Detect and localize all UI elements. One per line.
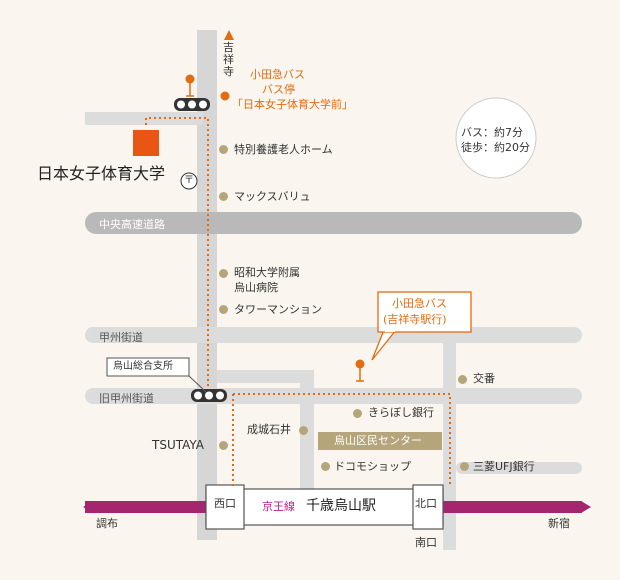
civic-center-label: 烏山区民センター — [334, 434, 422, 447]
north-exit-box — [412, 484, 444, 530]
dot-hospital — [219, 269, 228, 278]
hospital-label-1: 昭和大学附属 — [234, 266, 300, 279]
expressway-road — [85, 212, 582, 234]
north-exit-label: 北口 — [415, 497, 437, 510]
bus-stop-top-icon — [185, 74, 195, 97]
expressway-label: 中央高速道路 — [99, 218, 165, 231]
school-name: 日本女子体育大学 — [37, 164, 166, 183]
branch-office-box — [106, 357, 190, 377]
west-exit-label: 西口 — [214, 497, 236, 510]
bus-stop-station-line2: (吉祥寺駅行) — [383, 313, 447, 326]
bus-stop-top-line3: 「日本女子体育大学前」 — [232, 98, 353, 111]
dot-seijo — [299, 426, 308, 435]
kirabosi-label: きらぼし銀行 — [368, 406, 434, 419]
bus-stop-top-line2: バス停 — [262, 83, 295, 96]
nursing-home-label: 特別養護老人ホーム — [234, 143, 333, 156]
street-c — [217, 370, 307, 383]
traffic-light-top-icon — [174, 98, 210, 111]
dot-koban — [458, 375, 467, 384]
dot-maxvalu — [219, 192, 228, 201]
traffic-light-bottom-icon — [191, 389, 227, 402]
bus-stop-top-line1: 小田急バス — [250, 68, 305, 81]
ufj-label: 三菱UFJ銀行 — [473, 460, 535, 473]
dot-nursing-home — [219, 145, 228, 154]
civic-center-box — [318, 432, 442, 450]
walk-route-lower — [233, 393, 451, 485]
maxvalu-label: マックスバリュ — [234, 190, 311, 203]
university-marker — [133, 130, 159, 156]
dot-kirabosi — [353, 409, 362, 418]
arrow-west-icon — [83, 501, 93, 513]
info-circle — [455, 97, 537, 179]
street-d — [456, 462, 582, 474]
dot-tower — [219, 305, 228, 314]
koshu-road — [85, 327, 582, 343]
koshu-label: 甲州街道 — [99, 331, 143, 344]
side-road-top — [85, 112, 203, 125]
north-label: 吉祥寺 — [223, 41, 234, 78]
street-b — [443, 340, 456, 550]
callout-box — [377, 291, 472, 333]
dot-tsutaya — [219, 441, 228, 450]
hospital-label-2: 烏山病院 — [234, 281, 278, 294]
bus-stop-station-line1: 小田急バス — [392, 297, 447, 310]
west-exit-box — [205, 484, 245, 530]
keio-line-label: 京王線 — [262, 500, 295, 513]
tsutaya-label: TSUTAYA — [152, 438, 205, 452]
post-symbol: 〒 — [184, 175, 194, 186]
tower-label: タワーマンション — [234, 303, 322, 316]
post-office-icon — [180, 172, 198, 190]
koban-label: 交番 — [473, 372, 495, 385]
dot-docomo — [321, 462, 330, 471]
info-bus: バス：約7分 — [461, 126, 523, 139]
docomo-label: ドコモショップ — [334, 460, 411, 473]
bus-stop-station-icon — [355, 359, 365, 382]
old-koshu-road — [85, 388, 582, 404]
old-koshu-label: 旧甲州街道 — [99, 392, 154, 405]
dot-ufj — [460, 462, 469, 471]
station-building — [205, 488, 444, 526]
walk-route-upper — [145, 117, 209, 394]
station-name: 千歳烏山駅 — [306, 498, 376, 514]
seijo-label: 成城石井 — [247, 423, 291, 436]
west-label: 調布 — [96, 517, 118, 530]
info-walk: 徒歩：約20分 — [461, 141, 530, 154]
south-exit-label: 南口 — [415, 536, 437, 549]
branch-office-label: 烏山総合支所 — [113, 361, 173, 372]
east-label: 新宿 — [548, 517, 570, 530]
arrow-east-icon — [581, 501, 591, 513]
north-arrow-icon — [224, 30, 234, 40]
bus-stop-label-dot — [220, 91, 230, 101]
